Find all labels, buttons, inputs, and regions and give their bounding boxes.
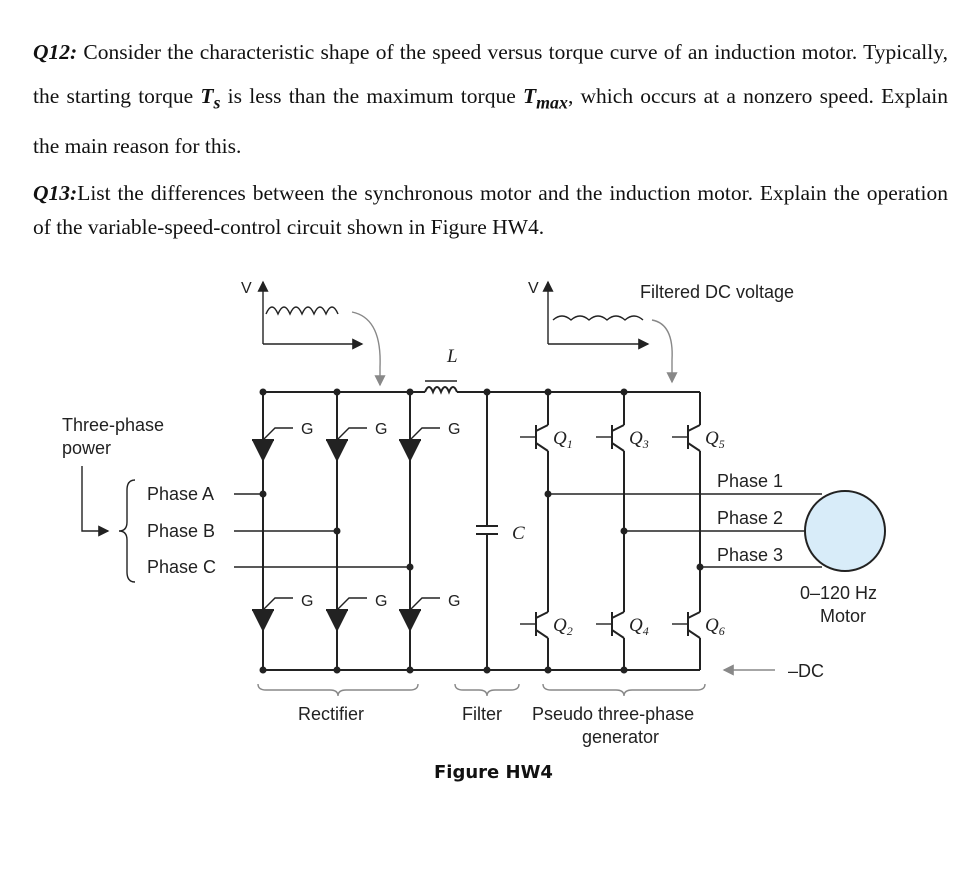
- gate-label-top-a: G: [301, 421, 313, 438]
- ts-sub: s: [213, 92, 221, 113]
- ts-main: T: [200, 84, 214, 108]
- q6-transistor: [687, 611, 701, 639]
- filter-label: Filter: [462, 704, 502, 724]
- motor-freq-label: 0–120 Hz: [800, 583, 877, 603]
- tmax-sub: max: [536, 92, 568, 113]
- tmax-main: T: [522, 84, 537, 108]
- rectified-waveform-plot: V: [241, 280, 386, 387]
- phase-brace: [118, 479, 136, 583]
- phase-b-label: Phase B: [147, 521, 215, 541]
- figure-caption: Figure HW4: [434, 762, 553, 783]
- question-12: Q12: Consider the characteristic shape o…: [33, 30, 948, 168]
- scr-top-c: [399, 427, 440, 462]
- filter-capacitor: C: [476, 388, 525, 674]
- phase-3-label: Phase 3: [717, 545, 783, 565]
- q3-transistor: [611, 424, 625, 452]
- phase-a-label: Phase A: [147, 484, 214, 504]
- generator-label-1: Pseudo three-phase: [532, 704, 694, 724]
- plot1-v-label: V: [241, 280, 252, 297]
- filtered-ripple-wave: [552, 315, 644, 321]
- inductor-label: L: [446, 346, 458, 367]
- gate-label-top-b: G: [375, 421, 387, 438]
- gate-label-bottom-b: G: [375, 593, 387, 610]
- plot1-pointer-arrow: [351, 311, 386, 387]
- three-phase-label-1: Three-phase: [62, 415, 164, 435]
- scr-top-a: [252, 427, 293, 462]
- power-pointer-arrow: [81, 466, 110, 537]
- capacitor-label: C: [512, 523, 525, 544]
- phase-c-label: Phase C: [147, 557, 216, 577]
- q4-transistor: [611, 611, 625, 639]
- filter-brace: [454, 683, 520, 697]
- inductor-symbol: [424, 386, 458, 395]
- question-12-label: Q12:: [33, 40, 78, 64]
- q1-label: Q1: [553, 428, 573, 451]
- generator-brace: [542, 683, 706, 697]
- rectifier-label: Rectifier: [298, 704, 364, 724]
- q2-transistor: [535, 611, 549, 639]
- scr-bottom-a: [252, 597, 293, 632]
- rectifier-brace: [257, 683, 419, 697]
- q12-text-2: is less than the maximum torque: [220, 84, 523, 108]
- motor-label: Motor: [820, 606, 866, 626]
- q3-label: Q3: [629, 428, 649, 451]
- plot2-pointer-arrow: [651, 319, 678, 384]
- gate-label-bottom-c: G: [448, 593, 460, 610]
- three-phase-label-2: power: [62, 438, 111, 458]
- q5-transistor: [687, 424, 701, 452]
- phase-1-label: Phase 1: [717, 471, 783, 491]
- neg-dc-label: –DC: [788, 661, 824, 681]
- motor-symbol: [804, 490, 886, 572]
- starting-torque-symbol: Ts: [200, 84, 220, 112]
- gate-label-top-c: G: [448, 421, 460, 438]
- rectified-ripple-wave: [265, 306, 339, 316]
- q4-label: Q4: [629, 615, 649, 638]
- question-13: Q13:List the differences between the syn…: [33, 176, 948, 244]
- plot2-v-label: V: [528, 280, 539, 297]
- phase-2-label: Phase 2: [717, 508, 783, 528]
- question-13-label: Q13:: [33, 181, 78, 205]
- inverter-bridge: [520, 388, 704, 674]
- q12-text-3: , which occurs at a nonzero speed. Expla…: [33, 84, 948, 159]
- q1-transistor: [535, 424, 549, 452]
- q13-text: List the differences between the synchro…: [33, 181, 948, 239]
- scr-bottom-c: [399, 597, 440, 632]
- max-torque-symbol: Tmax: [522, 84, 568, 112]
- filtered-dc-label: Filtered DC voltage: [640, 282, 794, 302]
- q2-label: Q2: [553, 615, 573, 638]
- scr-bottom-b: [326, 597, 367, 632]
- gate-label-bottom-a: G: [301, 593, 313, 610]
- q6-label: Q6: [705, 615, 725, 638]
- filtered-waveform-plot: V Filtered DC voltage: [528, 280, 794, 384]
- q5-label: Q5: [705, 428, 725, 451]
- q12-text-1: Consider the characteristic shape of the…: [33, 40, 948, 108]
- generator-label-2: generator: [582, 727, 659, 747]
- scr-top-b: [326, 427, 367, 462]
